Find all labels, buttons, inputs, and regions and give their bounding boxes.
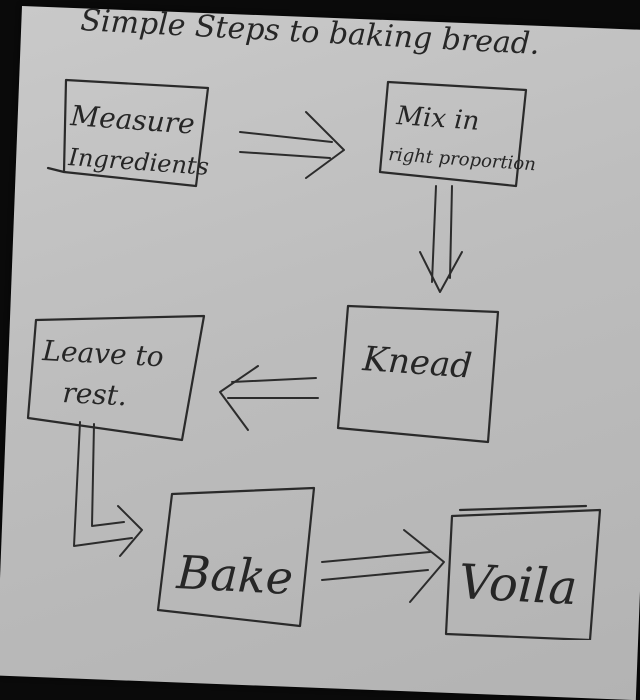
arrow-line — [449, 185, 453, 279]
step-box-voila-outline — [444, 504, 602, 640]
step-box-mix: Mix in right proportion — [378, 80, 537, 188]
step-box-bake: Bake — [156, 486, 316, 628]
arrow-knead-to-rest — [219, 365, 319, 431]
arrow-head — [419, 251, 463, 293]
step-box-knead-outline — [336, 304, 500, 444]
arrow-measure-to-mix — [239, 111, 345, 179]
step-rest-line1: Leave to — [41, 334, 165, 373]
arrow-head — [219, 365, 259, 431]
flowchart-diagram: Simple Steps to baking bread. Measure In… — [26, 3, 602, 640]
step-box-knead: Knead — [336, 304, 500, 444]
step-box-measure: Measure Ingredients — [46, 78, 210, 188]
arrow-bake-to-voila — [321, 529, 445, 603]
step-mix-line2: right proportion — [388, 144, 537, 175]
diagram-title: Simple Steps to baking bread. — [80, 3, 541, 62]
arrow-line — [431, 185, 437, 283]
step-box-bake-outline — [156, 486, 316, 628]
step-mix-line1: Mix in — [395, 101, 481, 137]
arrow-line — [231, 377, 317, 383]
step-rest-line2: rest. — [62, 376, 128, 412]
arrow-line — [91, 423, 125, 527]
arrow-line — [321, 569, 429, 581]
step-bake-label: Bake — [174, 545, 294, 605]
step-voila-label: Voila — [457, 554, 578, 616]
step-box-rest: Leave to rest. — [26, 314, 206, 442]
arrow-line — [321, 551, 431, 563]
arrow-line — [73, 421, 133, 547]
step-box-measure-outline — [46, 78, 210, 188]
step-measure-line1: Measure — [69, 99, 196, 141]
arrow-mix-to-knead — [419, 185, 463, 293]
arrow-rest-to-bake — [73, 421, 143, 557]
step-box-mix-outline — [378, 80, 528, 188]
step-knead-label: Knead — [360, 339, 473, 387]
arrow-line — [239, 151, 331, 159]
step-box-voila: Voila — [444, 504, 602, 640]
arrow-head — [403, 529, 445, 603]
arrow-head — [305, 111, 345, 179]
arrow-line — [239, 131, 333, 143]
step-box-rest-outline — [26, 314, 206, 442]
arrow-head — [117, 505, 143, 557]
